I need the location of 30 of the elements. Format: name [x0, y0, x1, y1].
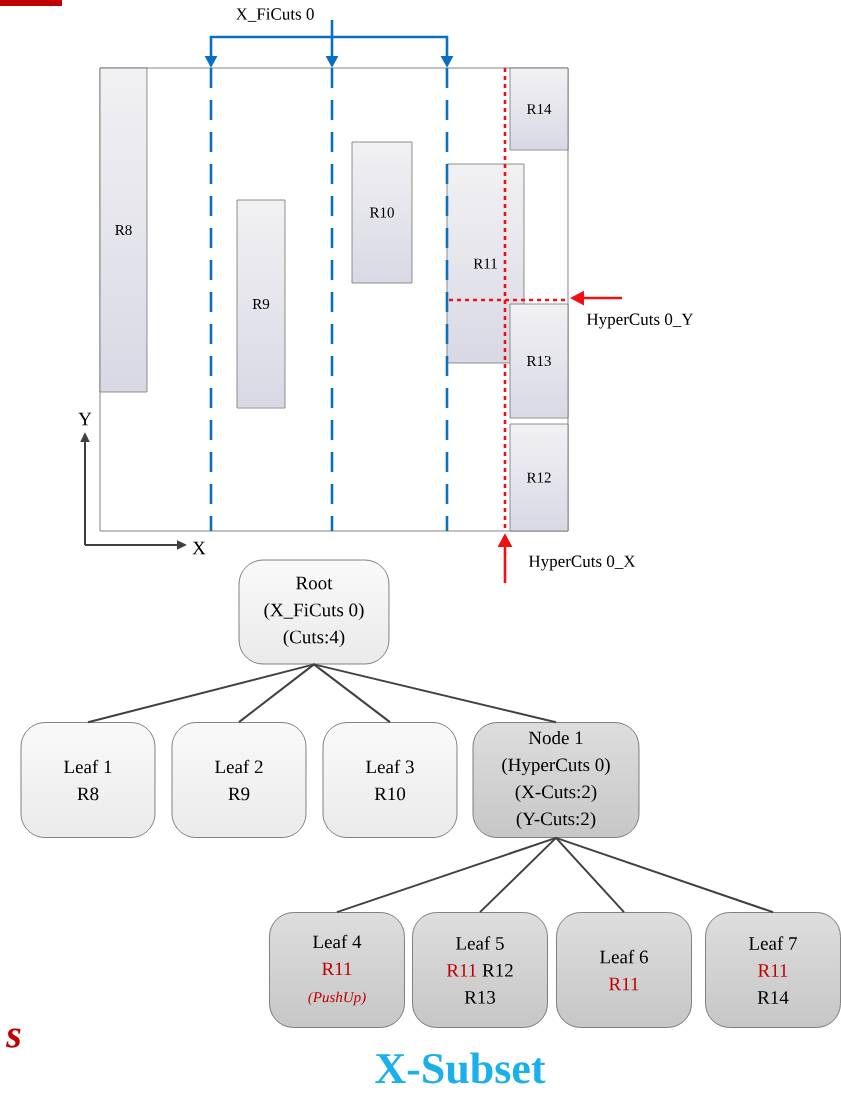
rule-rectangle: R8 — [99, 67, 148, 393]
axis-label: X — [192, 541, 206, 555]
tree-connector — [336, 836, 557, 914]
cut-label: HyperCuts 0_X — [528, 555, 636, 571]
tree-node-box: Root (X_FiCuts 0) (Cuts:4) — [238, 559, 390, 665]
rule-rectangle: R13 — [509, 303, 569, 419]
leaf-box: Leaf 4 R11 (PushUp) — [269, 912, 405, 1028]
rule-rectangle: R14 — [509, 67, 569, 151]
leaf-box: Leaf 3 R10 — [322, 722, 458, 838]
rule-rectangle: R12 — [509, 423, 569, 532]
cut-label: X_FiCuts 0 — [235, 8, 314, 22]
tree-connector — [87, 663, 315, 724]
tree-connector — [555, 836, 774, 914]
cut-label: HyperCuts 0_Y — [586, 313, 694, 329]
tree-connector — [313, 663, 557, 724]
axis-label: Y — [78, 412, 92, 426]
rule-rectangle: R10 — [351, 141, 413, 284]
tree-connector — [555, 836, 625, 914]
leaf-box: Leaf 1 R8 — [20, 722, 156, 838]
tree-connector — [313, 663, 391, 724]
slide-title: X-Subset — [375, 1052, 546, 1084]
tree-connector — [238, 663, 315, 724]
leaf-box: Leaf 7 R11 R14 — [705, 912, 841, 1028]
leaf-box: Leaf 6 R11 — [556, 912, 692, 1028]
tree-node-box: Node 1 (HyperCuts 0) (X-Cuts:2) (Y-Cuts:2) — [472, 722, 640, 838]
leaf-box: Leaf 2 R9 — [171, 722, 307, 838]
title-fragment: s — [6, 1028, 21, 1048]
leaf-box: Leaf 5 R11 R12 R13 — [412, 912, 548, 1028]
tree-connector — [479, 836, 557, 914]
rule-rectangle: R9 — [236, 199, 286, 409]
